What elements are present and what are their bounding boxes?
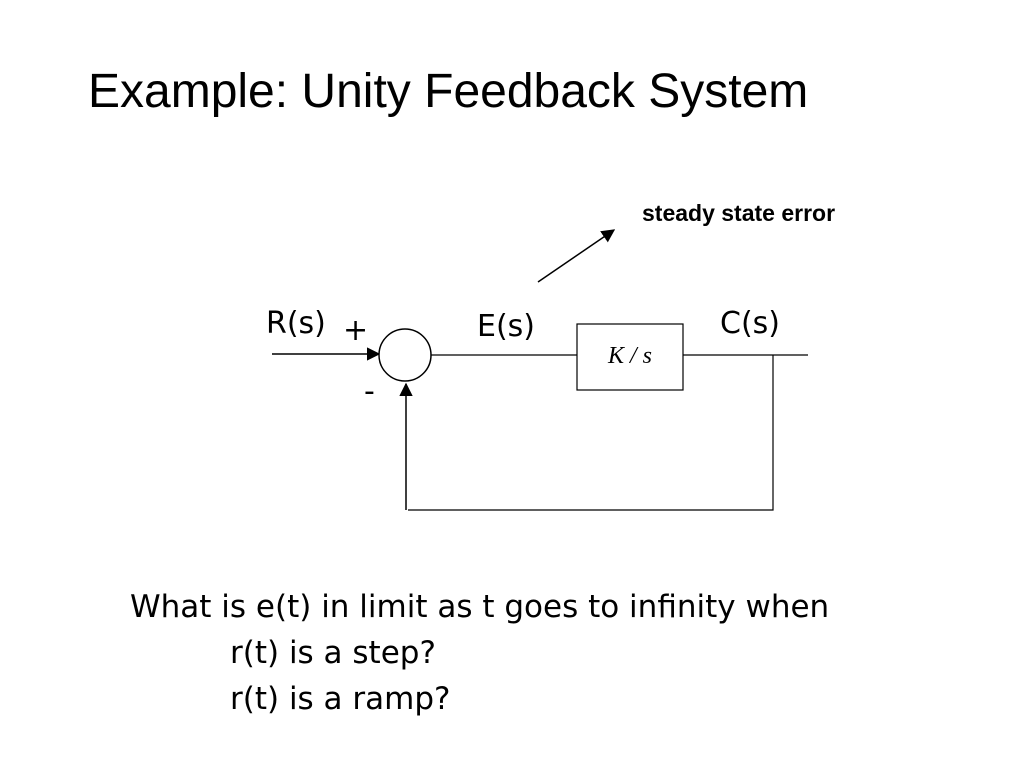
- block-transfer-function: K / s: [607, 343, 652, 369]
- question-prompt: What is e(t) in limit as t goes to infin…: [130, 589, 830, 625]
- question-text: What is e(t) in limit as t goes to infin…: [130, 584, 829, 722]
- feedback-path: [408, 355, 774, 511]
- minus-sign: -: [364, 374, 375, 409]
- annotation-arrow: [537, 229, 616, 283]
- question-case-ramp: r(t) is a ramp?: [230, 681, 451, 717]
- transfer-function-block: [576, 323, 684, 391]
- output-signal-label: C(s): [720, 306, 780, 341]
- error-signal-label: E(s): [477, 309, 535, 344]
- question-case-step: r(t) is a step?: [230, 635, 436, 671]
- summing-junction: [378, 328, 432, 382]
- plus-sign: +: [343, 313, 369, 348]
- slide-title: Example: Unity Feedback System: [88, 65, 809, 118]
- input-signal-label: R(s): [266, 306, 326, 341]
- annotation-steady-state-error: steady state error: [642, 200, 836, 226]
